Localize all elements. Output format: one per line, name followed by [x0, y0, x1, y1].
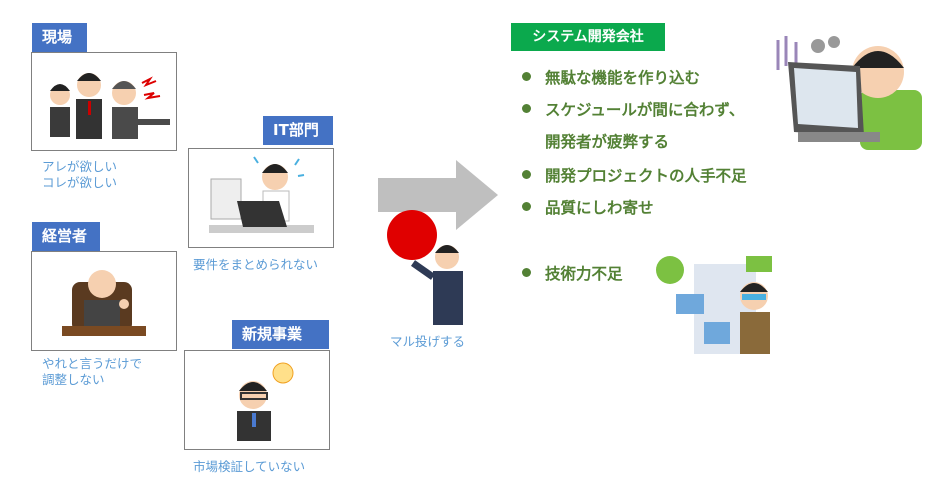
management-caption: やれと言うだけで 調整しない — [42, 356, 142, 388]
bullet-item: 開発プロジェクトの人手不足 — [522, 164, 747, 186]
new-business-caption: 市場検証していない — [193, 459, 306, 474]
caption-line: やれと言うだけで — [42, 356, 143, 371]
bullet-dot-icon — [522, 72, 531, 81]
new-business-label: 新規事業 — [232, 320, 329, 349]
bullet-dot-icon — [522, 104, 531, 113]
bullet-item: 技術力不足 — [522, 262, 623, 284]
bullet-dot-icon — [522, 268, 531, 277]
caption-line: 調整しない — [42, 372, 105, 387]
it-dept-caption: 要件をまとめられない — [193, 257, 319, 272]
it-dept-label: IT部門 — [263, 116, 333, 145]
bullet-text: スケジュールが間に合わず、 — [545, 101, 745, 119]
genba-label: 現場 — [32, 23, 87, 52]
system-company-label: システム開発会社 — [511, 23, 665, 51]
caption-line: コレが欲しい — [42, 175, 118, 190]
tech-engineer-icon — [656, 256, 772, 354]
bullet-text: 品質にしわ寄せ — [545, 199, 654, 217]
exhausted-developer-icon — [776, 36, 922, 150]
idea-person-icon — [237, 362, 294, 441]
bullet-item: スケジュールが間に合わず、 — [522, 98, 744, 120]
bullet-item: 無駄な機能を作り込む — [522, 66, 700, 88]
bullet-dot-icon — [522, 202, 531, 211]
bullet-dot-icon — [522, 170, 531, 179]
executive-icon — [62, 270, 146, 336]
angry-workers-icon — [50, 73, 170, 139]
overworked-it-staff-icon — [209, 156, 314, 233]
bullet-continuation: 開発者が疲弊する — [545, 133, 670, 151]
genba-illustration — [31, 52, 177, 151]
throwing-person-icon — [387, 210, 463, 325]
bullet-text: 開発プロジェクトの人手不足 — [545, 167, 747, 185]
right-arrow-icon — [378, 160, 498, 230]
caption-line: アレが欲しい — [42, 159, 118, 174]
handoff-caption: マル投げする — [390, 334, 466, 349]
management-illustration — [31, 251, 177, 351]
genba-caption: アレが欲しい コレが欲しい — [42, 159, 117, 191]
bullet-item: 品質にしわ寄せ — [522, 196, 654, 218]
it-dept-illustration — [188, 148, 334, 248]
new-business-illustration — [184, 350, 330, 450]
bullet-text: 無駄な機能を作り込む — [545, 69, 701, 87]
bullet-text: 技術力不足 — [545, 265, 623, 283]
management-label: 経営者 — [32, 222, 100, 251]
